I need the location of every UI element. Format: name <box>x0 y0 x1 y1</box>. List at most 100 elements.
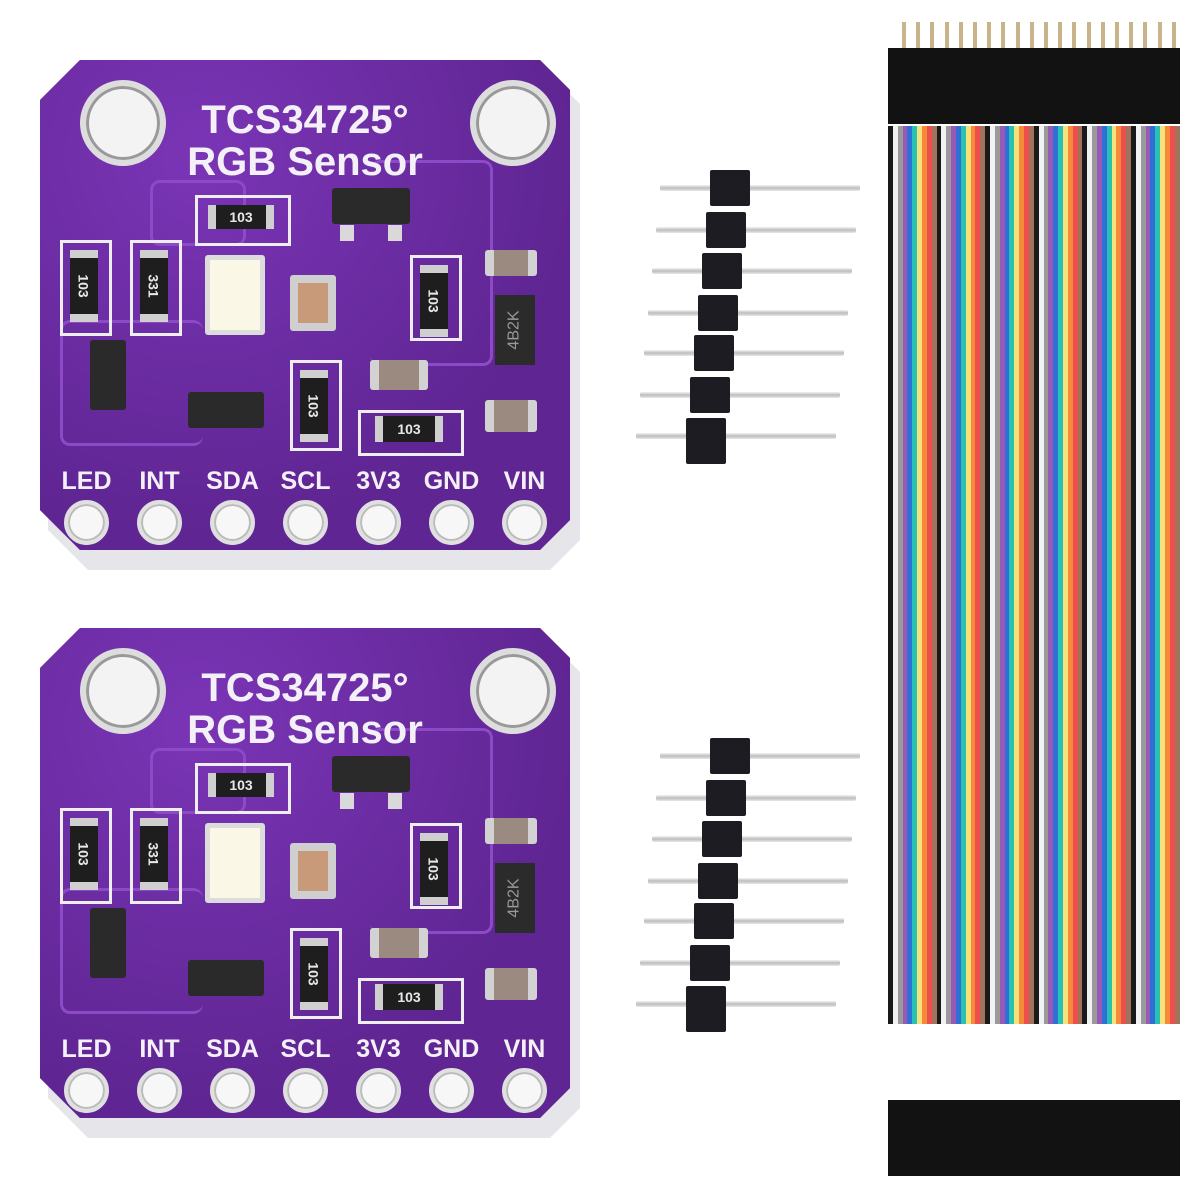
wire-strand <box>975 126 981 1024</box>
transistor <box>90 908 126 978</box>
white-led <box>205 823 265 903</box>
sensor-board-1: TCS34725° RGB Sensor 103 103 331 103 4B2… <box>40 60 580 570</box>
capacitor <box>485 400 537 432</box>
header-pin <box>644 918 844 924</box>
header-block <box>698 863 738 899</box>
wire-strand <box>990 126 995 1024</box>
silkscreen-outline <box>195 195 291 246</box>
transistor <box>188 960 264 996</box>
board-title: TCS34725° <box>201 98 409 142</box>
pcb-trace <box>60 320 203 446</box>
resistor: 103 <box>300 370 328 442</box>
wire-strand <box>1164 126 1170 1024</box>
pin-hole <box>356 500 401 545</box>
resistor: 103 <box>375 984 443 1010</box>
header-pin <box>656 227 856 233</box>
wire-strand <box>1087 126 1093 1024</box>
pin-tip <box>1157 22 1162 48</box>
jumper-wire-ribbon <box>888 0 1188 1200</box>
wire-strand <box>1101 126 1107 1024</box>
capacitor <box>485 968 537 1000</box>
header-block <box>690 945 730 981</box>
wire-strand <box>1038 126 1044 1024</box>
header-block <box>698 295 738 331</box>
wire-strand <box>1019 126 1025 1024</box>
wire-strand <box>917 126 923 1024</box>
solder-pad <box>388 225 402 241</box>
pin-tip <box>1058 22 1063 48</box>
wire-strand <box>1014 126 1020 1024</box>
header-block <box>690 377 730 413</box>
pin-tip <box>1143 22 1148 48</box>
pin-label-gnd: GND <box>423 467 480 495</box>
silkscreen-outline <box>358 978 464 1024</box>
pcb-trace <box>60 888 203 1014</box>
resistor: 103 <box>420 265 448 337</box>
pin-tip <box>1072 22 1077 48</box>
wire-strand <box>1009 126 1015 1024</box>
pin-header-2 <box>620 728 860 1032</box>
color-sensor-chip <box>290 275 336 331</box>
mounting-hole <box>470 648 556 734</box>
wire-strand <box>999 126 1005 1024</box>
resistor: 331 <box>140 250 168 322</box>
wire-strand <box>965 126 971 1024</box>
pin-label-3v3: 3V3 <box>356 1035 401 1063</box>
wire-strand <box>1150 126 1156 1024</box>
wire-strand <box>1145 126 1151 1024</box>
pin-label-led: LED <box>61 1035 112 1063</box>
pin-hole <box>137 1068 182 1113</box>
silkscreen-outline <box>410 255 462 341</box>
wire-strand <box>936 126 942 1024</box>
wire-strand <box>1111 126 1117 1024</box>
mounting-hole <box>80 80 166 166</box>
pin-label-scl: SCL <box>280 467 331 495</box>
header-pin <box>640 960 840 966</box>
wire-strand <box>1043 126 1049 1024</box>
header-block <box>702 821 742 857</box>
pin-hole <box>64 500 109 545</box>
pin-label-3v3: 3V3 <box>356 467 401 495</box>
wire-strand <box>946 126 952 1024</box>
pcb: TCS34725° RGB Sensor 103 103 331 103 4B2… <box>40 60 570 550</box>
wire-strand <box>1072 126 1078 1024</box>
resistor: 103 <box>375 416 443 442</box>
wire-strand <box>1121 126 1127 1024</box>
pin-tip <box>958 22 963 48</box>
wire-strand <box>1058 126 1063 1024</box>
pin-label-sda: SDA <box>206 1035 259 1063</box>
silkscreen-outline <box>60 808 112 904</box>
pin-tip <box>1100 22 1105 48</box>
wire-strand <box>1130 126 1136 1024</box>
pin-hole <box>137 500 182 545</box>
wire-strand <box>951 126 957 1024</box>
color-sensor-chip <box>290 843 336 899</box>
header-block <box>686 986 726 1032</box>
header-block <box>710 170 750 206</box>
wire-strand <box>1140 126 1146 1024</box>
wire-strand <box>1126 126 1131 1024</box>
silkscreen-outline <box>60 240 112 336</box>
pin-label-vin: VIN <box>503 467 546 495</box>
pin-tip <box>1171 22 1176 48</box>
solder-pad <box>340 793 354 809</box>
pin-holes <box>50 500 561 545</box>
header-block <box>686 418 726 464</box>
header-pin <box>660 753 860 759</box>
pin-hole <box>356 1068 401 1113</box>
wire-strand <box>1160 126 1165 1024</box>
wire-strand <box>1155 126 1161 1024</box>
silkscreen-outline <box>195 763 291 814</box>
wire-strand <box>956 126 961 1024</box>
voltage-regulator: 4B2K <box>495 863 535 933</box>
pin-tip <box>1029 22 1034 48</box>
header-pin <box>648 310 848 316</box>
silkscreen-outline <box>410 823 462 909</box>
wire-strand <box>1106 126 1112 1024</box>
wire-strand <box>941 126 947 1024</box>
wire-strand <box>985 126 991 1024</box>
pin-tip <box>973 22 977 48</box>
header-pin <box>652 268 852 274</box>
pin-header-1 <box>620 160 860 464</box>
pin-hole <box>502 1068 547 1113</box>
